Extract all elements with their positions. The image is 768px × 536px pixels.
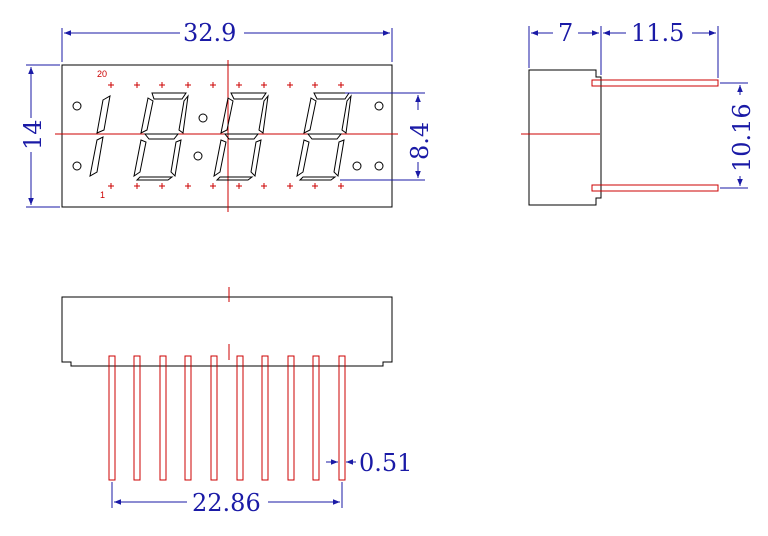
dim-row-spacing xyxy=(720,82,748,189)
dim-pin-span-label: 22.86 xyxy=(192,489,261,517)
digit-1-segments xyxy=(89,95,111,177)
side-pin-bottom xyxy=(591,184,719,192)
dim-digit-height-label: 8.4 xyxy=(406,122,434,160)
digit-4-segments xyxy=(296,92,352,181)
pin-marks-top xyxy=(108,82,344,88)
dim-body-depth-label: 7 xyxy=(558,19,573,47)
dim-height-label: 14 xyxy=(19,119,47,150)
dim-width-label: 32.9 xyxy=(183,19,236,47)
pin-marks-bottom xyxy=(108,183,344,189)
dim-digit-height xyxy=(340,92,425,181)
dim-width xyxy=(61,28,393,62)
dim-height xyxy=(26,64,60,208)
pin-label-20: 20 xyxy=(97,69,107,79)
dim-pin-width-label: 0.51 xyxy=(359,449,412,477)
dim-side-top xyxy=(528,26,719,78)
bottom-view: 0.51 22.86 xyxy=(61,287,412,517)
bottom-pins xyxy=(108,355,346,481)
side-body-outline xyxy=(528,69,602,206)
dim-row-spacing-label: 10.16 xyxy=(728,103,756,172)
indicator-dots xyxy=(72,101,384,171)
front-body-outline xyxy=(61,64,393,208)
digit-2-segments xyxy=(133,92,189,181)
digit-3-segments xyxy=(213,92,269,181)
side-pin-top xyxy=(591,79,719,87)
dim-pin-span xyxy=(111,482,343,508)
bottom-body-outline xyxy=(61,296,393,367)
side-view: 7 11.5 10.16 xyxy=(521,19,756,206)
pin-label-1: 1 xyxy=(100,190,105,200)
dim-pin-length-label: 11.5 xyxy=(631,19,684,47)
front-view: 20 1 xyxy=(19,19,434,212)
